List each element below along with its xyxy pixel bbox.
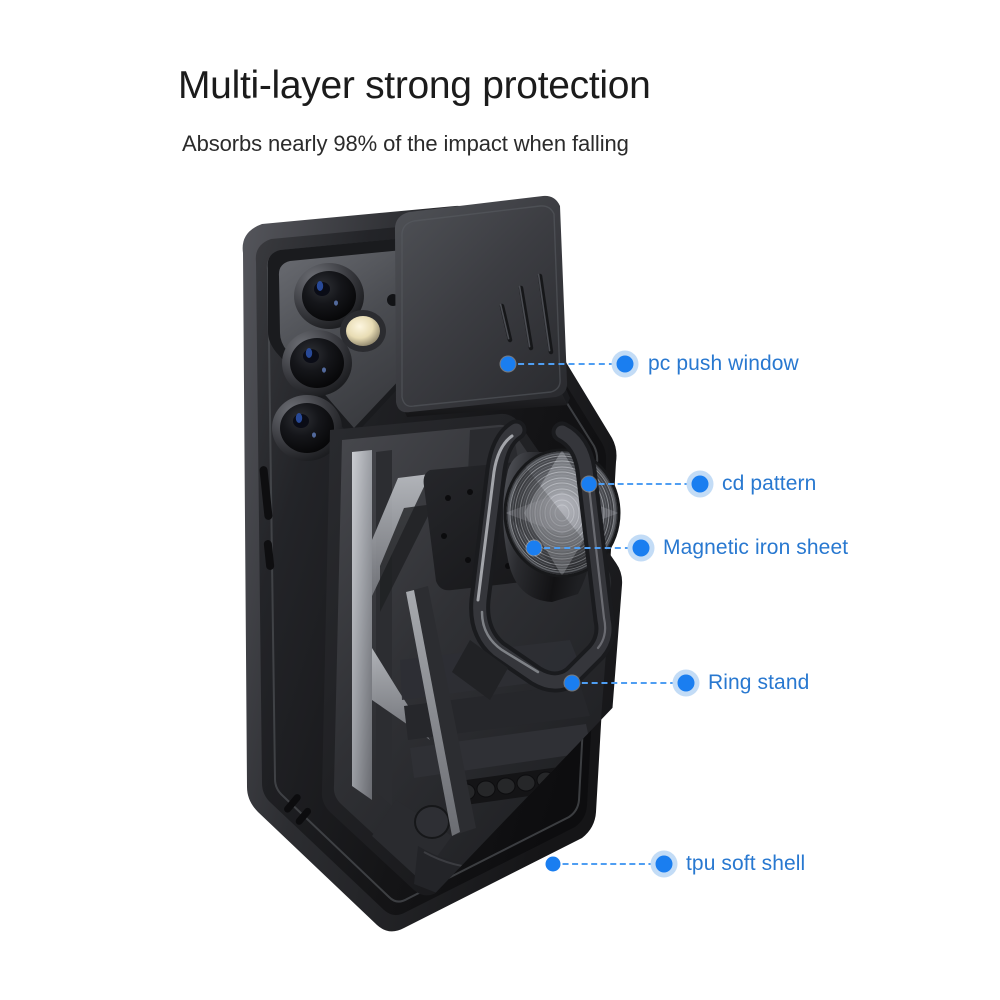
callout-leader-line: [572, 682, 686, 684]
kickstand-leg: [406, 586, 476, 836]
callout-label-dot[interactable]: [632, 539, 650, 557]
callout-leader-line: [589, 483, 700, 485]
callout-label-dot[interactable]: [655, 855, 673, 873]
callout-label-dot[interactable]: [677, 674, 695, 692]
callout-anchor-dot[interactable]: [545, 856, 561, 872]
callout-leader-line: [553, 863, 664, 865]
callout-label-dot[interactable]: [616, 355, 634, 373]
callout-label-tpu-soft-shell: tpu soft shell: [686, 852, 806, 875]
led-flash: [340, 310, 386, 352]
camera-lens-middle: [282, 330, 352, 396]
callout-anchor-dot[interactable]: [564, 675, 580, 691]
cover-grip-lines: [499, 273, 554, 355]
page-title: Multi-layer strong protection: [178, 64, 651, 107]
callout-anchor-dot[interactable]: [526, 540, 542, 556]
callout-label-magnetic-iron-sheet: Magnetic iron sheet: [663, 536, 849, 559]
camera-lens-bottom: [272, 395, 342, 461]
callout-label-pc-push-window: pc push window: [648, 352, 799, 375]
armor-silver-edges: [352, 450, 434, 806]
side-buttons: [259, 466, 312, 825]
callout-anchor-dot[interactable]: [581, 476, 597, 492]
callout-leader-line: [534, 547, 641, 549]
sliding-camera-cover: [394, 195, 570, 417]
callout-label-cd-pattern: cd pattern: [722, 472, 817, 495]
callout-leader-line: [508, 363, 625, 365]
camera-lens-top: [294, 263, 364, 329]
callout-label-ring-stand: Ring stand: [708, 671, 810, 694]
ring-finger-stand: [452, 419, 616, 700]
callout-label-dot[interactable]: [691, 475, 709, 493]
callout-anchor-dot[interactable]: [500, 356, 516, 372]
page-subtitle: Absorbs nearly 98% of the impact when fa…: [182, 131, 629, 156]
